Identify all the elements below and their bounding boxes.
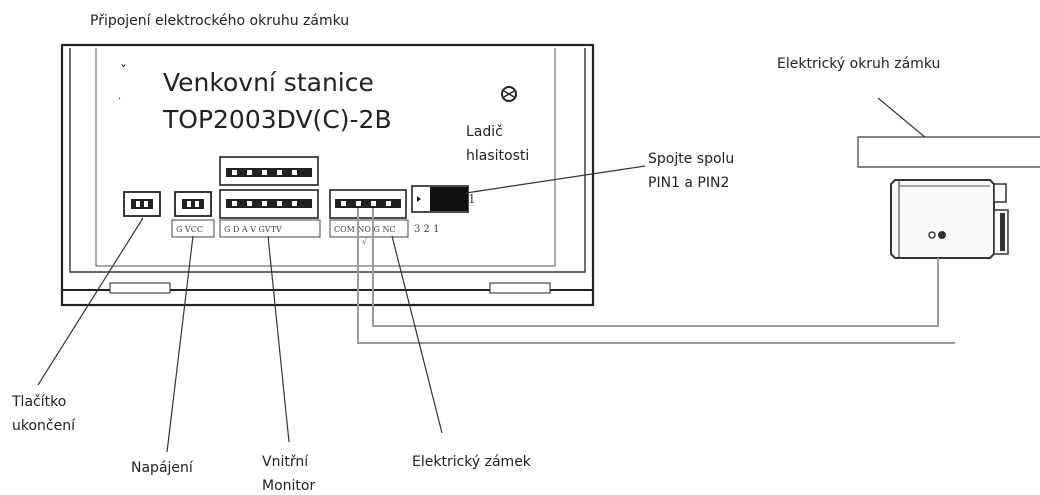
- lock-pin-small-mark: √: [362, 237, 368, 246]
- power-pin-labels: G VCC: [176, 225, 203, 234]
- volume-label-line2: hlasitosti: [466, 148, 529, 164]
- jumper-pin-numbers: 3 2 1: [414, 224, 439, 235]
- jumper-mark: 1: [468, 192, 476, 206]
- station-name: Venkovní stanice: [163, 68, 374, 97]
- electric-lock-leader-line: [391, 235, 443, 434]
- join-label-line1: Spojte spolu: [648, 151, 734, 167]
- station-model: TOP2003DV(C)-2B: [162, 105, 392, 134]
- lock-wiring: [357, 208, 955, 344]
- jumper-block: [411, 185, 469, 213]
- power-label: Napájení: [131, 460, 194, 476]
- power-connector: [171, 191, 215, 238]
- monitor-connector-upper: [219, 156, 319, 186]
- electric-lock-label: Elektrický zámek: [412, 454, 532, 470]
- lock-connector: [329, 189, 409, 238]
- exit-button-label-line1: Tlačítko: [11, 394, 66, 410]
- monitor-leader-line: [267, 235, 290, 443]
- join-leader-line: [465, 165, 646, 194]
- svg-text:·: ·: [118, 94, 121, 105]
- lock-circuit-label: Elektrický okruh zámku: [777, 56, 940, 72]
- electric-lock-device-icon: [890, 179, 1009, 259]
- monitor-label-line2: Monitor: [262, 478, 315, 494]
- exit-button-connector: [123, 191, 161, 217]
- monitor-label-line1: Vnitřní: [262, 454, 309, 470]
- diagram-title: Připojení elektrockého okruhu zámku: [90, 13, 349, 29]
- exit-button-leader-line: [37, 217, 144, 386]
- lock-pin-labels: COM NO G NC: [334, 225, 396, 234]
- monitor-connector-lower: [219, 189, 321, 238]
- power-leader-line: [166, 235, 194, 453]
- volume-knob-icon: [501, 86, 517, 102]
- svg-text:ˇ: ˇ: [120, 64, 127, 80]
- door-frame: [857, 136, 1040, 168]
- exit-button-label-line2: ukončení: [12, 418, 76, 434]
- volume-label-line1: Ladič: [466, 124, 503, 140]
- join-label-line2: PIN1 a PIN2: [648, 175, 729, 191]
- monitor-pin-labels: G D A V GVTV: [224, 225, 282, 234]
